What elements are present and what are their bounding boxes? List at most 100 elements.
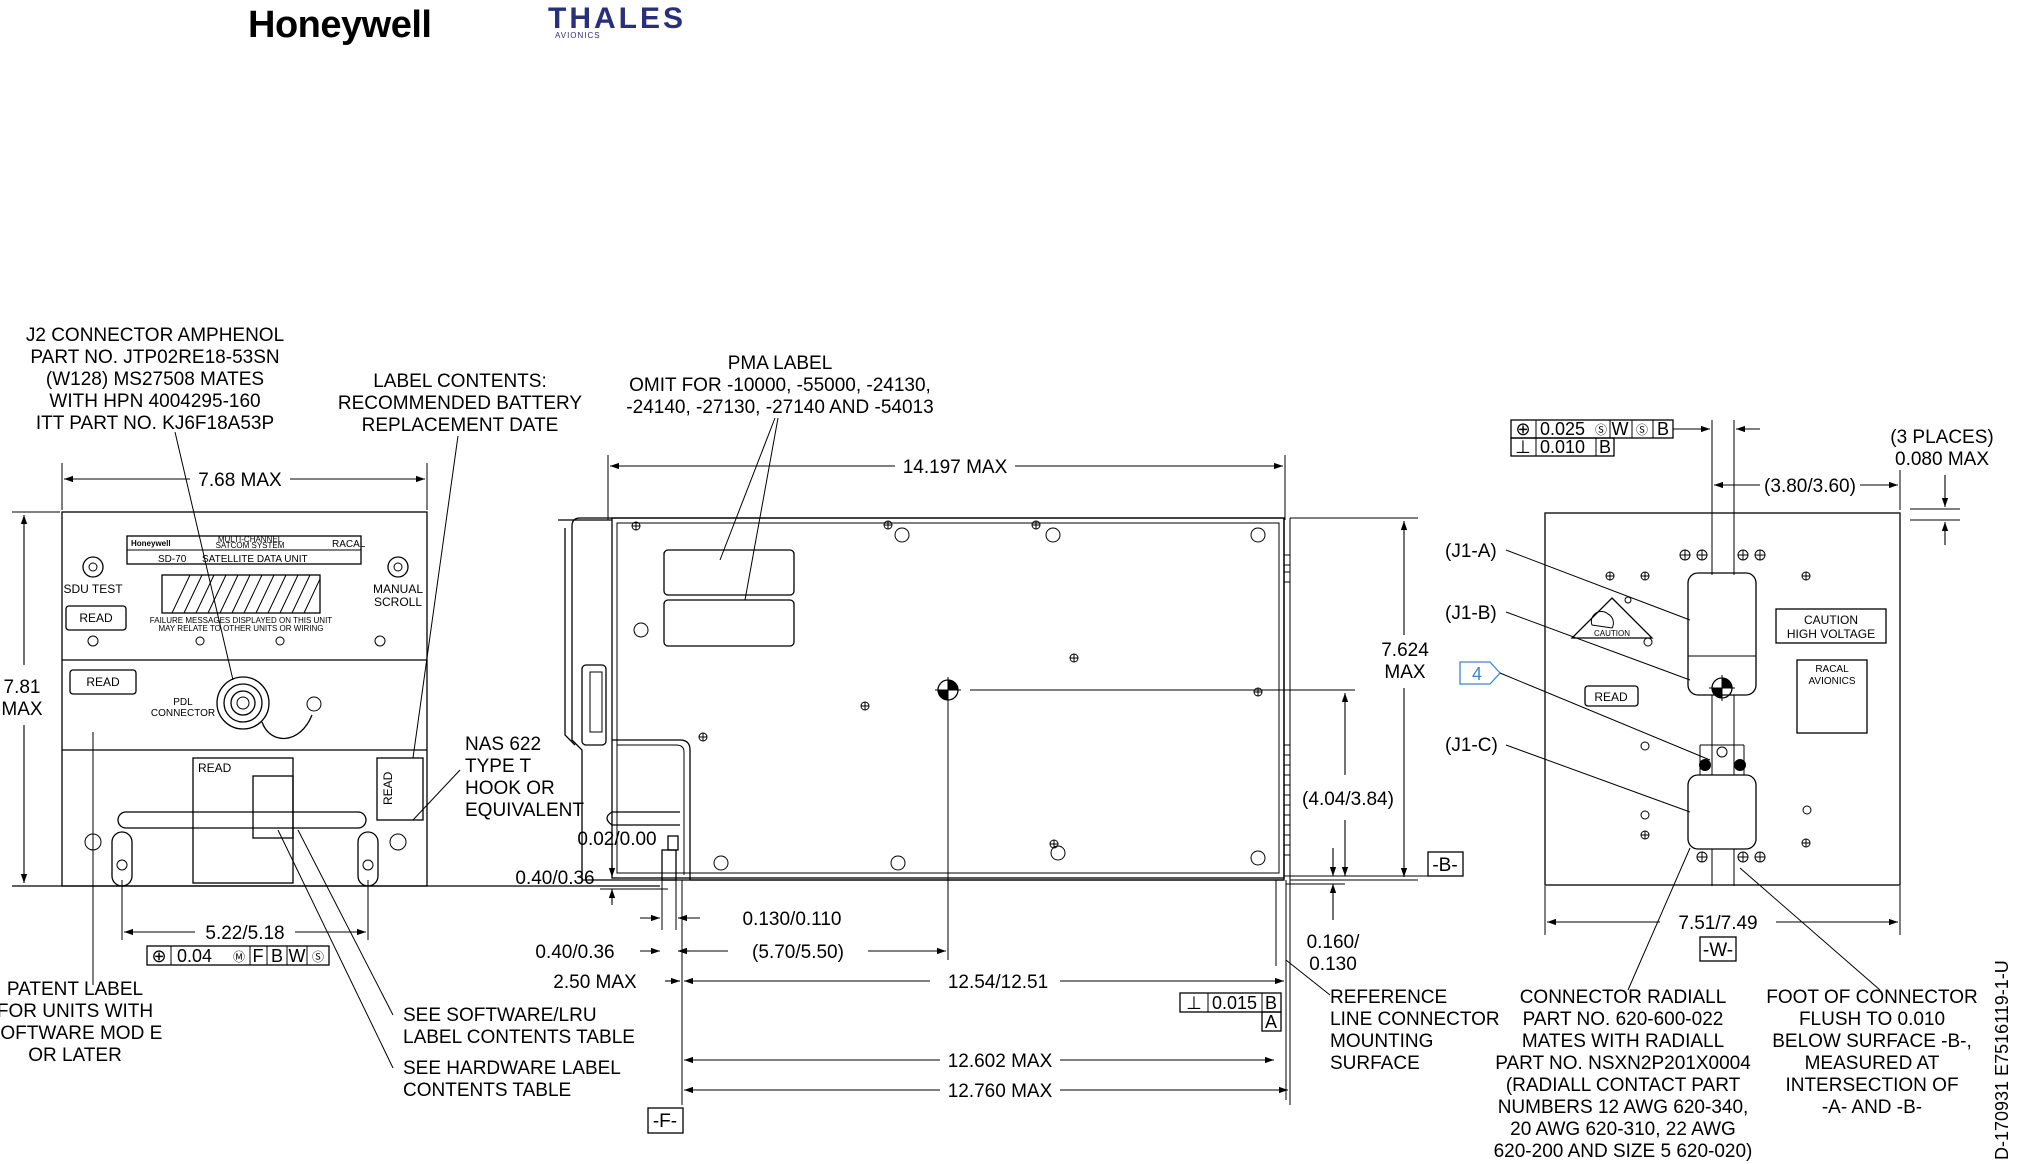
foot-note-2: FLUSH TO 0.010 bbox=[1799, 1009, 1945, 1030]
connector-note-2: PART NO. 620-600-022 bbox=[1523, 1009, 1724, 1030]
fcf-front-5: W bbox=[289, 946, 306, 966]
foot-note-5: INTERSECTION OF bbox=[1785, 1075, 1958, 1096]
rear-view: ⊕ 0.025 Ⓢ W Ⓢ B ⊥ 0.010 B (3 PLACES) 0.0… bbox=[1445, 419, 1994, 1162]
dim-2.50: 2.50 MAX bbox=[553, 972, 637, 993]
dim-0.130: 0.130/0.110 bbox=[743, 909, 842, 930]
ref-note-2: LINE CONNECTOR bbox=[1330, 1009, 1500, 1030]
places-note-1: (3 PLACES) bbox=[1890, 427, 1993, 448]
pma-note-1: PMA LABEL bbox=[728, 353, 833, 374]
pma-note-2: OMIT FOR -10000, -55000, -24130, bbox=[629, 375, 931, 396]
nas-note-3: HOOK OR bbox=[465, 778, 555, 799]
perp-fcf-1: 0.015 bbox=[1212, 993, 1257, 1013]
j2-note-line-4: WITH HPN 4004295-160 bbox=[49, 391, 260, 412]
failure-msg-2: MAY RELATE TO OTHER UNITS OR WIRING bbox=[158, 624, 323, 633]
thales-logo: THALES bbox=[548, 2, 686, 35]
rear-fcf1-5: B bbox=[1657, 419, 1669, 439]
dim-0.40-a: 0.40/0.36 bbox=[515, 868, 594, 889]
front-width-dim: 7.68 MAX bbox=[198, 470, 282, 491]
hole-dim: 5.22/5.18 bbox=[205, 923, 284, 944]
perp-fcf-2: B bbox=[1265, 993, 1277, 1013]
j2-note-line-3: (W128) MS27508 MATES bbox=[46, 369, 264, 390]
dim-5.70: (5.70/5.50) bbox=[752, 942, 844, 963]
panel-title: SATELLITE DATA UNIT bbox=[202, 554, 308, 565]
panel-system-1: MULTI-CHANNEL bbox=[218, 535, 283, 544]
fcf-front-3: F bbox=[253, 946, 264, 966]
dim-3.80: (3.80/3.60) bbox=[1764, 476, 1856, 497]
side-length-dim: 14.197 MAX bbox=[903, 457, 1008, 478]
front-height-dim-1: 7.81 bbox=[4, 677, 41, 698]
label-note-line-3: REPLACEMENT DATE bbox=[362, 415, 559, 436]
j1c-label: (J1-C) bbox=[1445, 735, 1498, 756]
read-tag-4: READ bbox=[381, 771, 395, 805]
software-note-2: LABEL CONTENTS TABLE bbox=[403, 1027, 635, 1048]
caution-hv-2: HIGH VOLTAGE bbox=[1787, 627, 1875, 641]
honeywell-logo: Honeywell bbox=[248, 4, 432, 46]
panel-brand: Honeywell bbox=[131, 539, 171, 548]
read-tag-rear: READ bbox=[1594, 690, 1628, 704]
read-tag-2: READ bbox=[86, 675, 120, 689]
dim-0.160: 0.160/ bbox=[1307, 932, 1361, 953]
manual-scroll-label-1: MANUAL bbox=[373, 582, 423, 596]
rear-fcf1-1: 0.025 bbox=[1540, 419, 1585, 439]
connector-note-1: CONNECTOR RADIALL bbox=[1520, 987, 1727, 1008]
datum-w: -W- bbox=[1703, 940, 1733, 961]
hardware-note-1: SEE HARDWARE LABEL bbox=[403, 1058, 621, 1079]
foot-note-6: -A- AND -B- bbox=[1822, 1097, 1922, 1118]
racal-avionics-2: AVIONICS bbox=[1808, 676, 1855, 687]
fcf-front-2: Ⓜ bbox=[233, 950, 245, 964]
connector-note-8: 620-200 AND SIZE 5 620-020) bbox=[1494, 1141, 1753, 1162]
fcf-front-4: B bbox=[271, 946, 283, 966]
fcf-front-6: Ⓢ bbox=[312, 950, 324, 964]
hardware-note-2: CONTENTS TABLE bbox=[403, 1080, 571, 1101]
side-view: PMA LABEL OMIT FOR -10000, -55000, -2413… bbox=[465, 353, 1500, 1134]
thales-logo-sub: AVIONICS bbox=[555, 31, 601, 40]
datum-a: A bbox=[1265, 1012, 1277, 1032]
patent-note-2: FOR UNITS WITH bbox=[0, 1001, 153, 1022]
foot-note-3: BELOW SURFACE -B-, bbox=[1772, 1031, 1972, 1052]
front-view: J2 CONNECTOR AMPHENOL PART NO. JTP02RE18… bbox=[0, 325, 660, 1101]
side-height-dim-2: MAX bbox=[1384, 662, 1426, 683]
manual-scroll-label-2: SCROLL bbox=[374, 595, 422, 609]
connector-note-5: (RADIALL CONTACT PART bbox=[1506, 1075, 1741, 1096]
dim-12.760: 12.760 MAX bbox=[948, 1081, 1053, 1102]
rear-fcf1-0: ⊕ bbox=[1515, 419, 1530, 439]
ref-note-3: MOUNTING bbox=[1330, 1031, 1433, 1052]
fcf-front-0: ⊕ bbox=[151, 946, 166, 966]
caution-triangle: CAUTION bbox=[1594, 629, 1630, 638]
label-note-line-1: LABEL CONTENTS: bbox=[373, 371, 547, 392]
rear-fcf1-2: Ⓢ bbox=[1595, 423, 1607, 437]
nas-note-4: EQUIVALENT bbox=[465, 800, 584, 821]
dim-12.54: 12.54/12.51 bbox=[948, 972, 1048, 993]
pdl-label-1: PDL bbox=[173, 697, 193, 708]
read-tag-1: READ bbox=[79, 611, 113, 625]
places-note-2: 0.080 MAX bbox=[1895, 449, 1989, 470]
datum-b: -B- bbox=[1432, 855, 1457, 876]
rear-fcf2-1: 0.010 bbox=[1540, 437, 1585, 457]
dim-4.04: (4.04/3.84) bbox=[1302, 789, 1394, 810]
nas-note-1: NAS 622 bbox=[465, 734, 541, 755]
pma-note-3: -24140, -27130, -27140 AND -54013 bbox=[626, 397, 933, 418]
failure-msg-1: FAILURE MESSAGES DISPLAYED ON THIS UNIT bbox=[150, 616, 333, 625]
rear-width-dim: 7.51/7.49 bbox=[1678, 913, 1757, 934]
flag-4: 4 bbox=[1472, 664, 1482, 684]
patent-note-1: PATENT LABEL bbox=[7, 979, 143, 1000]
nas-note-2: TYPE T bbox=[465, 756, 532, 777]
j2-note-line-2: PART NO. JTP02RE18-53SN bbox=[30, 347, 279, 368]
read-tag-3: READ bbox=[198, 761, 232, 775]
dim-0.40-b: 0.40/0.36 bbox=[535, 942, 614, 963]
rear-fcf2-0: ⊥ bbox=[1515, 437, 1531, 457]
pdl-label-2: CONNECTOR bbox=[151, 708, 215, 719]
foot-note-1: FOOT OF CONNECTOR bbox=[1766, 987, 1977, 1008]
label-note-line-2: RECOMMENDED BATTERY bbox=[338, 393, 583, 414]
software-note-1: SEE SOFTWARE/LRU bbox=[403, 1005, 597, 1026]
dim-0.130: 0.130 bbox=[1309, 954, 1357, 975]
side-height-dim-1: 7.624 bbox=[1381, 640, 1429, 661]
drawing-id: D-170931 E7516119-1-U bbox=[1992, 960, 2012, 1160]
j2-note-line-1: J2 CONNECTOR AMPHENOL bbox=[26, 325, 284, 346]
ref-note-1: REFERENCE bbox=[1330, 987, 1447, 1008]
rear-fcf1-3: W bbox=[1612, 419, 1629, 439]
panel-model: SD-70 bbox=[158, 554, 187, 565]
foot-note-4: MEASURED AT bbox=[1805, 1053, 1940, 1074]
caution-hv-1: CAUTION bbox=[1804, 613, 1858, 627]
